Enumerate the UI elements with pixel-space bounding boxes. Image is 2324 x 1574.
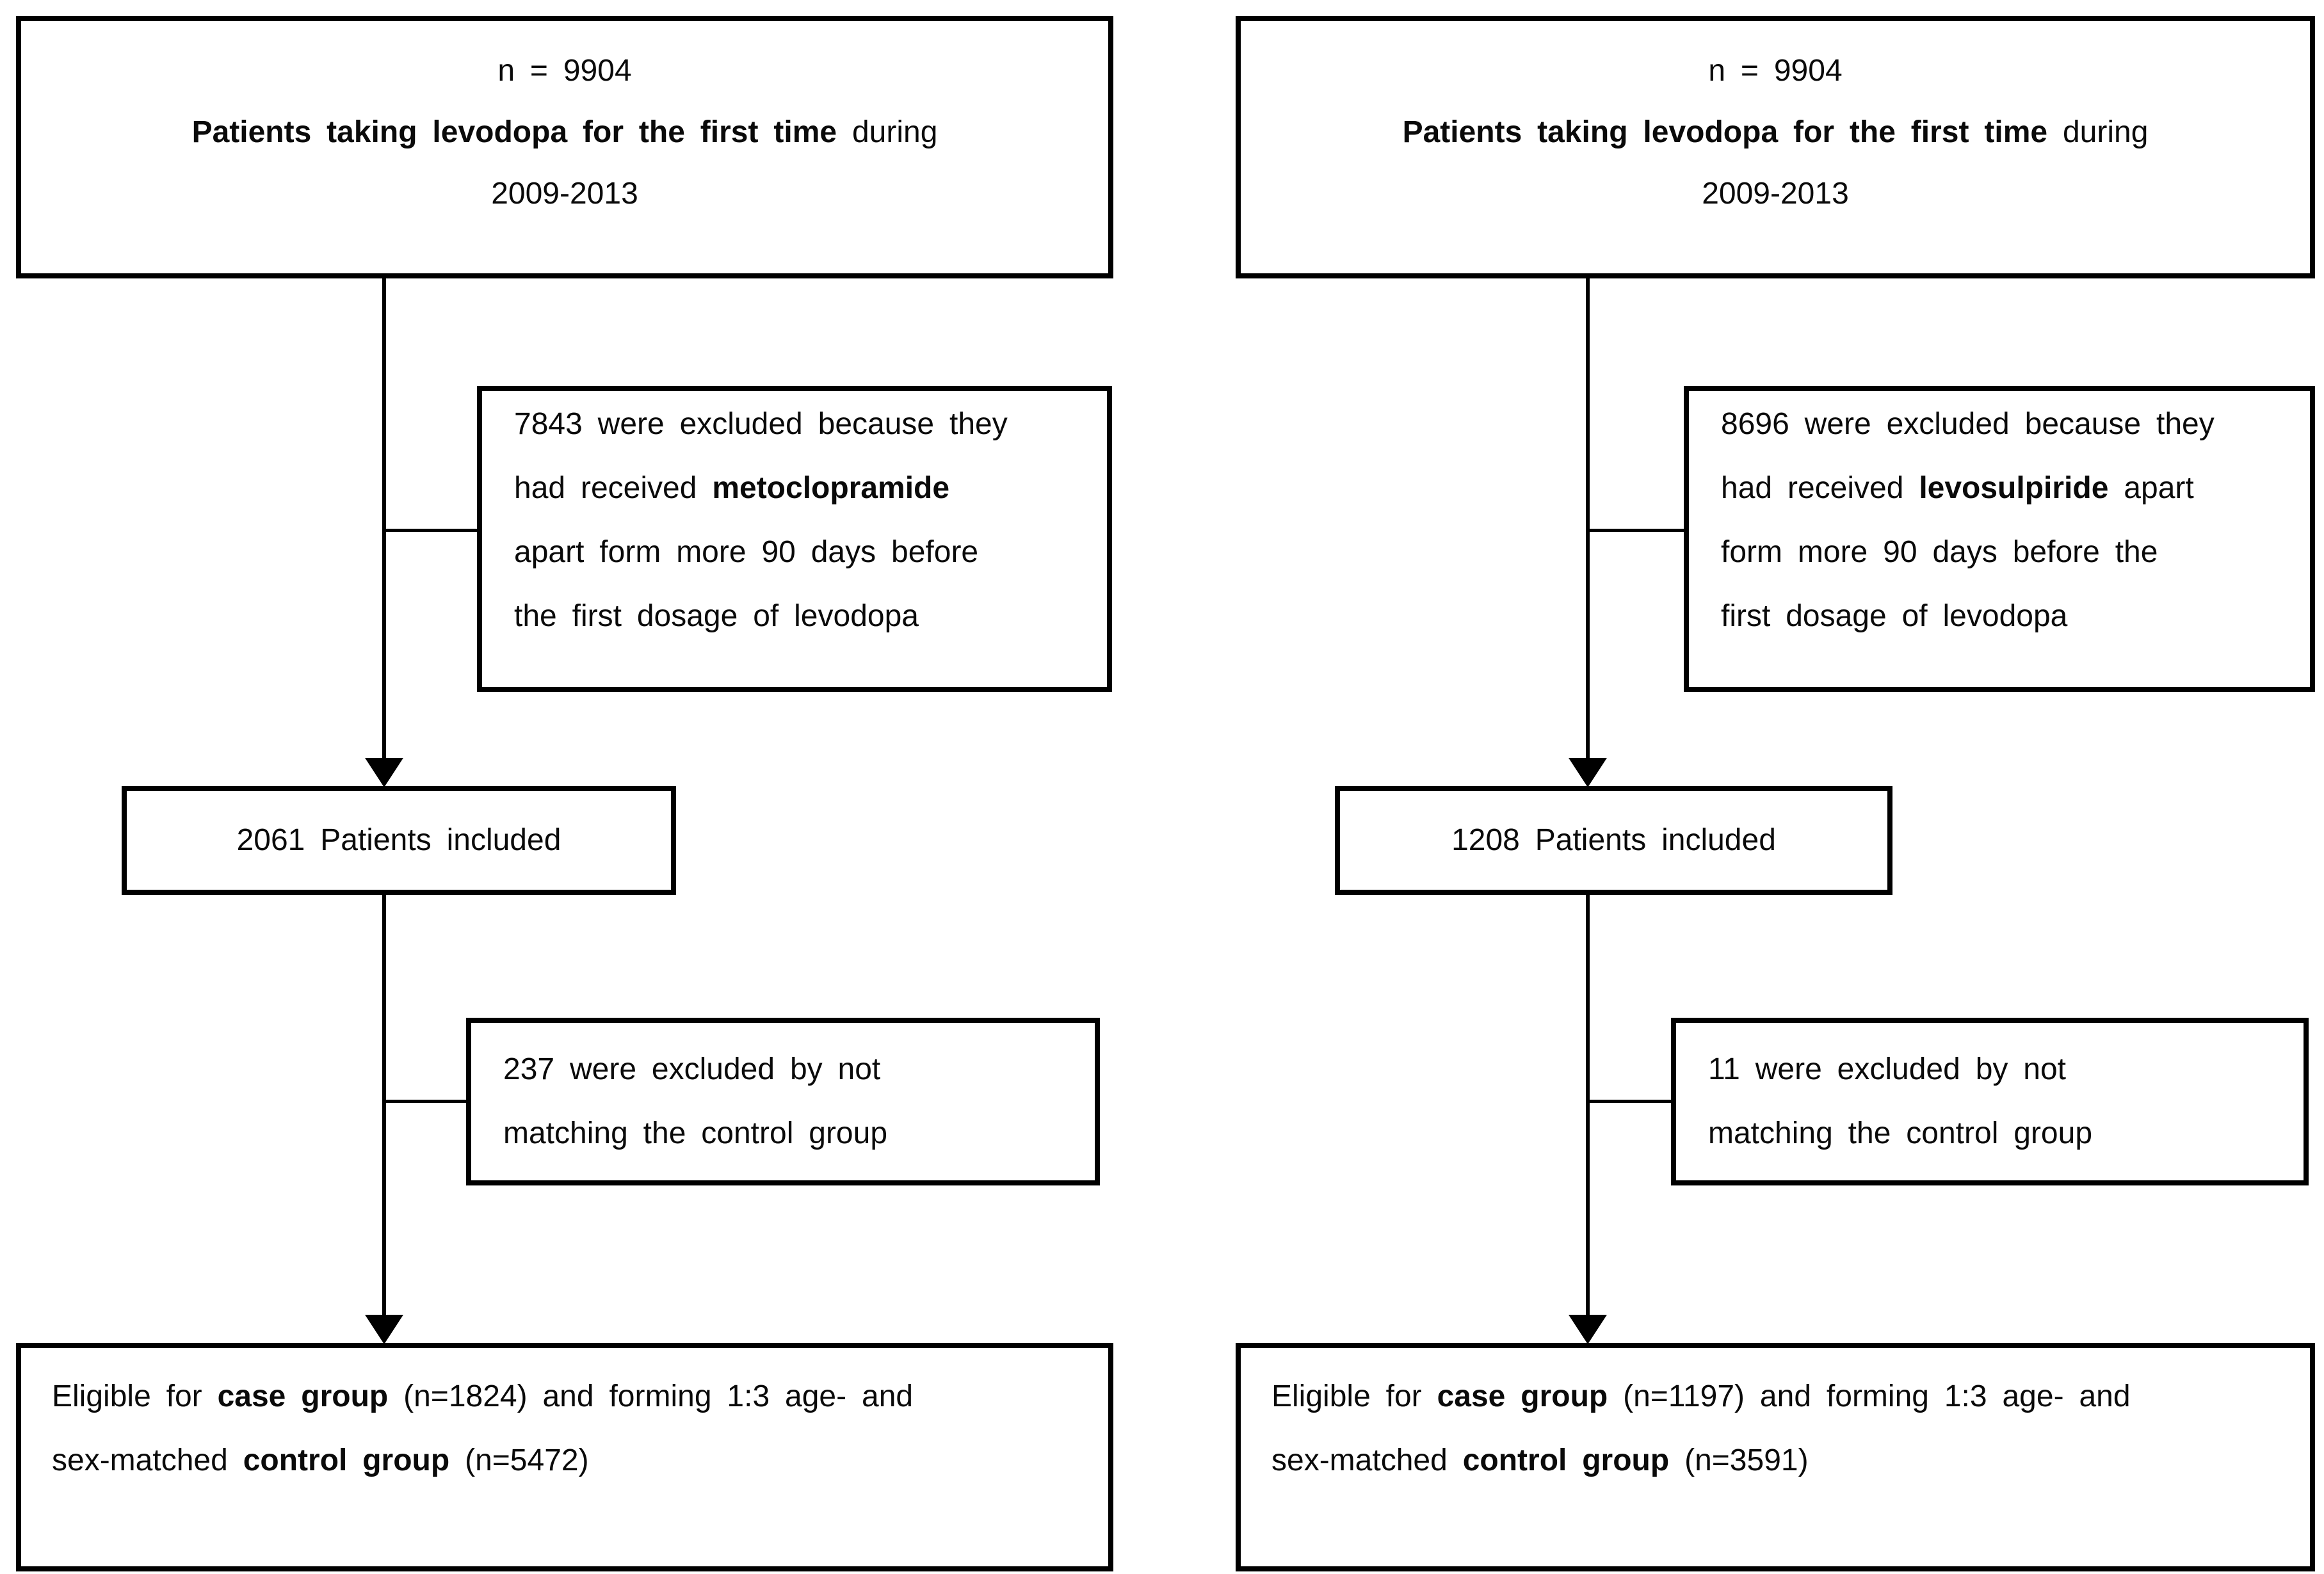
flow-arrowhead-icon (365, 758, 403, 787)
exclusion-text-line: 237 were excluded by not (503, 1052, 881, 1086)
flow-arrowhead-icon (1569, 1315, 1607, 1344)
drug-name-bold: metoclopramide (712, 471, 950, 505)
exclusion-text-line: the first dosage of levodopa (514, 599, 919, 633)
exclusion-text-line: 7843 were excluded because they (514, 407, 1008, 441)
case-group-bold: case group (217, 1379, 389, 1413)
flow-branch-horizontal (1588, 1100, 1672, 1103)
population-description-rest: during (2047, 115, 2149, 149)
flow-line-vertical (382, 278, 386, 762)
exclusion-text-line: apart form more 90 days before (514, 535, 979, 569)
eligible-text-post: (n=5472) (449, 1443, 589, 1477)
case-group-bold: case group (1437, 1379, 1608, 1413)
population-count: n = 9904 (497, 54, 632, 88)
exclusion-text-line: had received metoclopramide (514, 456, 1084, 520)
eligible-text-line: sex-matched control group (n=3591) (1271, 1429, 2287, 1493)
exclusion-text-line: matching the control group (1708, 1116, 2093, 1150)
eligible-text-post: (n=1197) and forming 1:3 age- and (1608, 1379, 2131, 1413)
flow-line-vertical (1586, 278, 1590, 762)
flow-branch-horizontal (384, 1100, 467, 1103)
exclusion-text-line: 8696 were excluded because they (1721, 407, 2215, 441)
exclusion-text-line: 11 were excluded by not (1708, 1052, 2067, 1086)
exclusion-box-1-right: 8696 were excluded because they had rece… (1684, 386, 2315, 692)
eligible-text-post: (n=1824) and forming 1:3 age- and (388, 1379, 914, 1413)
eligible-text-post: (n=3591) (1669, 1443, 1809, 1477)
flow-arrowhead-icon (1569, 758, 1607, 787)
eligible-text-line: sex-matched control group (n=5472) (52, 1429, 1085, 1493)
population-description-rest: during (837, 115, 938, 149)
control-group-bold: control group (243, 1443, 450, 1477)
exclusion-text-line: had received levosulpiride apart (1721, 456, 2287, 520)
eligible-text-pre: sex-matched (52, 1443, 243, 1477)
flow-arrowhead-icon (365, 1315, 403, 1344)
flow-branch-horizontal (384, 529, 478, 532)
exclusion-text-line: form more 90 days before the (1721, 535, 2158, 569)
exclusion-text-line: matching the control group (503, 1116, 888, 1150)
flow-line-vertical (382, 895, 386, 1317)
included-count: 2061 Patients included (236, 823, 561, 857)
control-group-bold: control group (1462, 1443, 1670, 1477)
eligible-text-pre: sex-matched (1271, 1443, 1463, 1477)
population-description: Patients taking levodopa for the first t… (1241, 102, 2310, 163)
included-count: 1208 Patients included (1451, 823, 1776, 857)
flow-branch-horizontal (1588, 529, 1685, 532)
eligible-groups-box-left: Eligible for case group (n=1824) and for… (16, 1343, 1113, 1571)
population-period: 2009-2013 (1702, 177, 1849, 211)
eligible-text-pre: Eligible for (52, 1379, 218, 1413)
drug-name-bold: levosulpiride (1919, 471, 2109, 505)
exclusion-text-line: first dosage of levodopa (1721, 599, 2068, 633)
exclusion-box-2-right: 11 were excluded by not matching the con… (1671, 1018, 2309, 1185)
eligible-groups-box-right: Eligible for case group (n=1197) and for… (1236, 1343, 2315, 1571)
flow-line-vertical (1586, 895, 1590, 1317)
included-patients-box-left: 2061 Patients included (122, 786, 676, 895)
source-population-box-right: n = 9904 Patients taking levodopa for th… (1236, 16, 2315, 278)
included-patients-box-right: 1208 Patients included (1335, 786, 1892, 895)
source-population-box-left: n = 9904 Patients taking levodopa for th… (16, 16, 1113, 278)
population-description-bold: Patients taking levodopa for the first t… (191, 115, 837, 149)
population-description: Patients taking levodopa for the first t… (21, 102, 1108, 163)
eligible-text-pre: Eligible for (1271, 1379, 1437, 1413)
exclusion-text-post: apart (2108, 471, 2194, 505)
exclusion-text-pre: had received (1721, 471, 1919, 505)
exclusion-text-pre: had received (514, 471, 713, 505)
exclusion-box-2-left: 237 were excluded by not matching the co… (466, 1018, 1100, 1185)
population-period: 2009-2013 (491, 177, 638, 211)
eligible-text-line: Eligible for case group (n=1197) and for… (1271, 1365, 2287, 1429)
eligible-text-line: Eligible for case group (n=1824) and for… (52, 1365, 1085, 1429)
population-count: n = 9904 (1708, 54, 1843, 88)
exclusion-box-1-left: 7843 were excluded because they had rece… (477, 386, 1112, 692)
population-description-bold: Patients taking levodopa for the first t… (1402, 115, 2048, 149)
